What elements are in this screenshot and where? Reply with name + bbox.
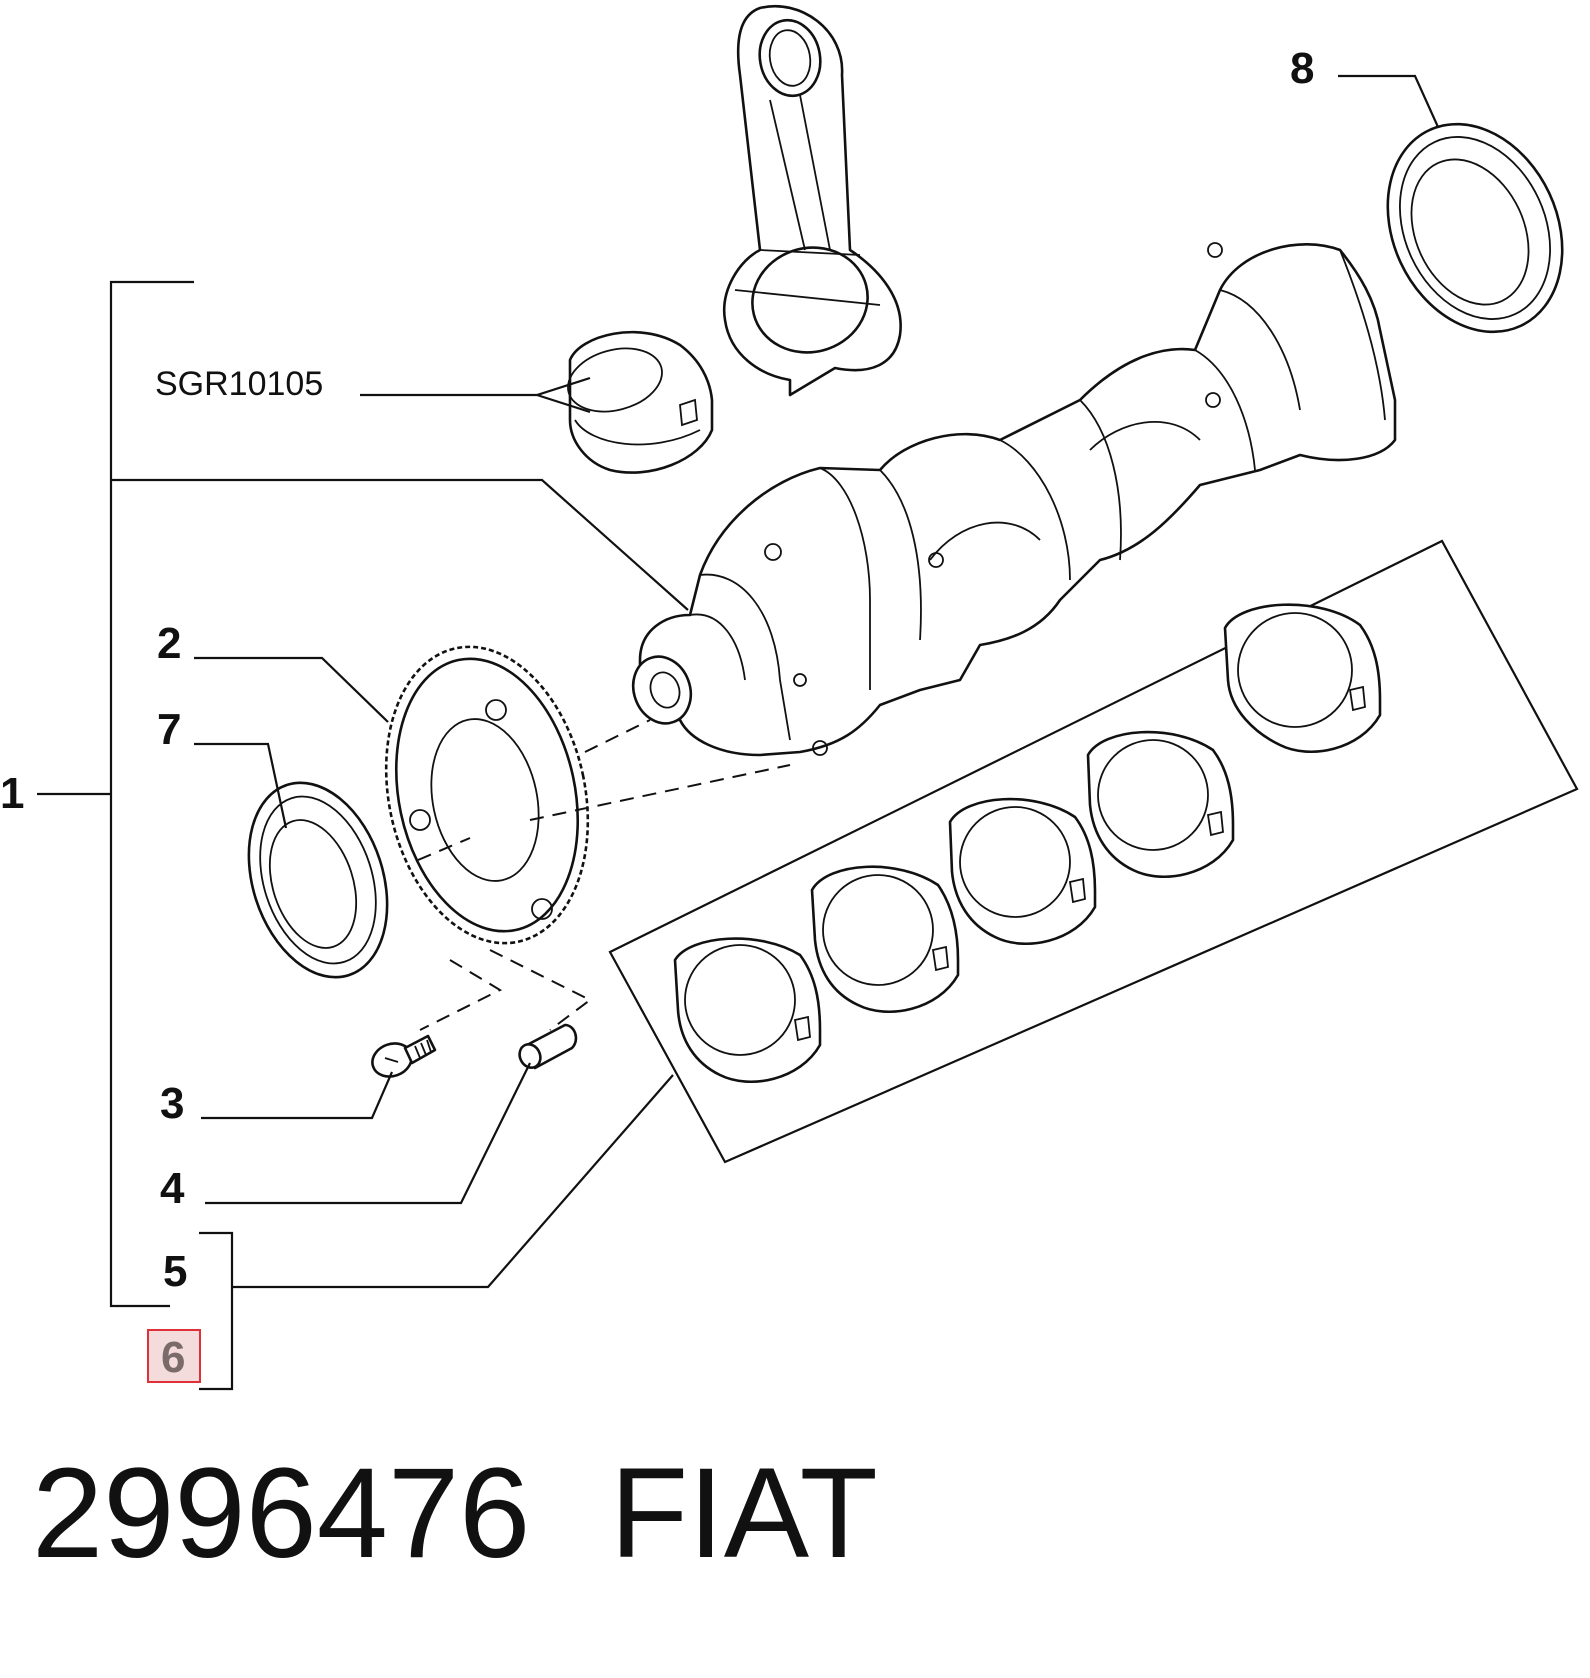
reference-label: SGR10105 [155,365,323,403]
callout-7: 7 [157,705,181,754]
callout-3: 3 [160,1079,184,1128]
callout-1: 1 [0,769,24,818]
front-oil-seal-icon [247,781,389,979]
leader-lines [37,74,1440,1391]
main-bearing-shells-icon [608,539,1579,1164]
connecting-rod-icon [722,5,902,397]
bearing-shell-5 [1223,603,1382,753]
crankshaft-icon [631,242,1397,757]
phonic-wheel-icon [384,645,590,945]
bearing-shell-1 [673,937,822,1083]
part-number: 2996476 [32,1442,531,1585]
callout-5: 5 [163,1247,187,1296]
dowel-pin-icon [518,1023,578,1070]
screw-icon [371,1034,437,1078]
bearing-shell-4 [1086,730,1235,878]
bearing-shell-2 [810,865,960,1013]
bearing-shell-3 [948,797,1097,945]
rear-oil-seal-icon [1386,122,1564,334]
callout-6: 6 [161,1333,185,1382]
brand-name: FIAT [610,1442,878,1585]
callout-2: 2 [157,619,181,668]
conrod-bearing-icon [567,330,714,474]
callout-8: 8 [1290,44,1314,93]
highlight-box [147,1329,201,1383]
callout-4: 4 [160,1164,185,1213]
